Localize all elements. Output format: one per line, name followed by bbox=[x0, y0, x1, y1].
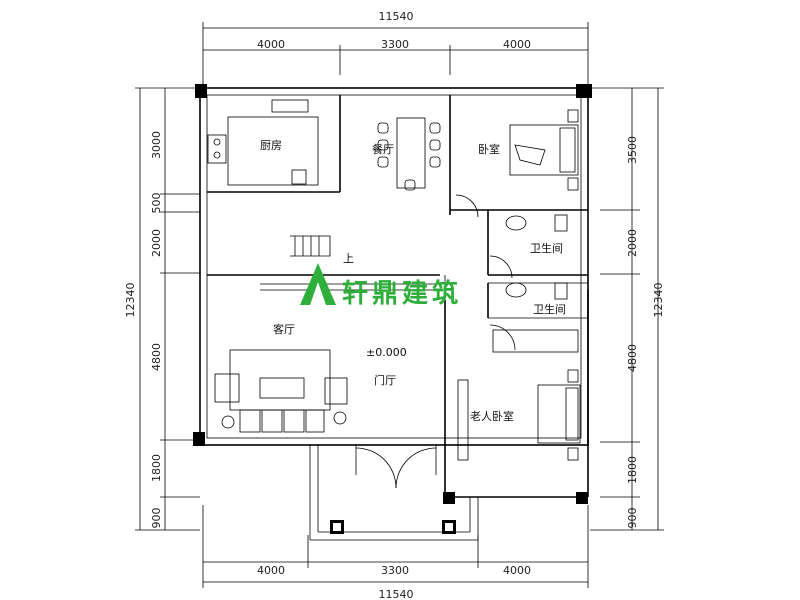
dim-right-seg-5: 900 bbox=[626, 508, 639, 529]
dining-table bbox=[377, 117, 441, 191]
column-inner bbox=[445, 523, 453, 531]
dim-top-seg-1: 4000 bbox=[257, 38, 285, 51]
room-label-bathroom-1: 卫生间 bbox=[530, 241, 563, 255]
room-label-dining: 餐厅 bbox=[372, 142, 394, 156]
dimension-lines bbox=[135, 22, 664, 588]
dim-right-seg-4: 1800 bbox=[626, 456, 639, 484]
room-label-bathroom-2: 卫生间 bbox=[533, 302, 566, 316]
dim-bottom-seg-1: 4000 bbox=[257, 564, 285, 577]
elder-bed bbox=[457, 329, 581, 461]
dim-right-seg-1: 3500 bbox=[626, 136, 639, 164]
bed bbox=[509, 109, 579, 191]
dim-right-seg-3: 4800 bbox=[626, 344, 639, 372]
watermark: 轩鼎建筑 bbox=[300, 263, 462, 309]
bathroom-fixtures bbox=[489, 214, 568, 300]
room-label-foyer: 门厅 bbox=[374, 373, 396, 387]
kitchen-counter bbox=[207, 99, 319, 186]
sofa-set bbox=[214, 349, 348, 433]
dim-left-seg-4: 4800 bbox=[150, 343, 163, 371]
dim-left-seg-3: 2000 bbox=[150, 229, 163, 257]
stair-up-label: 上 bbox=[343, 252, 354, 265]
column-inner bbox=[333, 523, 341, 531]
dim-left-seg-2: 500 bbox=[150, 193, 163, 214]
dim-top-seg-2: 3300 bbox=[381, 38, 409, 51]
dim-bottom-total: 11540 bbox=[379, 588, 414, 600]
dim-left-seg-1: 3000 bbox=[150, 131, 163, 159]
walls bbox=[199, 87, 589, 541]
dim-top-seg-3: 4000 bbox=[503, 38, 531, 51]
dim-bottom-seg-2: 3300 bbox=[381, 564, 409, 577]
dim-left-total: 12340 bbox=[124, 283, 137, 318]
room-label-kitchen: 厨房 bbox=[260, 139, 282, 152]
elevation-mark: ±0.000 bbox=[366, 346, 407, 359]
room-label-elder-bedroom: 老人卧室 bbox=[470, 409, 514, 423]
dim-top-total: 11540 bbox=[379, 10, 414, 23]
dim-left-seg-5: 1800 bbox=[150, 454, 163, 482]
dim-bottom-seg-3: 4000 bbox=[503, 564, 531, 577]
stairs bbox=[260, 235, 440, 291]
doors bbox=[355, 194, 516, 489]
dim-right-seg-2: 2000 bbox=[626, 229, 639, 257]
dim-right-total: 12340 bbox=[652, 283, 665, 318]
room-label-living: 客厅 bbox=[273, 322, 295, 336]
watermark-text: 轩鼎建筑 bbox=[342, 278, 462, 309]
room-label-bedroom: 卧室 bbox=[478, 142, 500, 156]
logo-icon bbox=[300, 263, 336, 305]
dim-left-seg-6: 900 bbox=[150, 508, 163, 529]
